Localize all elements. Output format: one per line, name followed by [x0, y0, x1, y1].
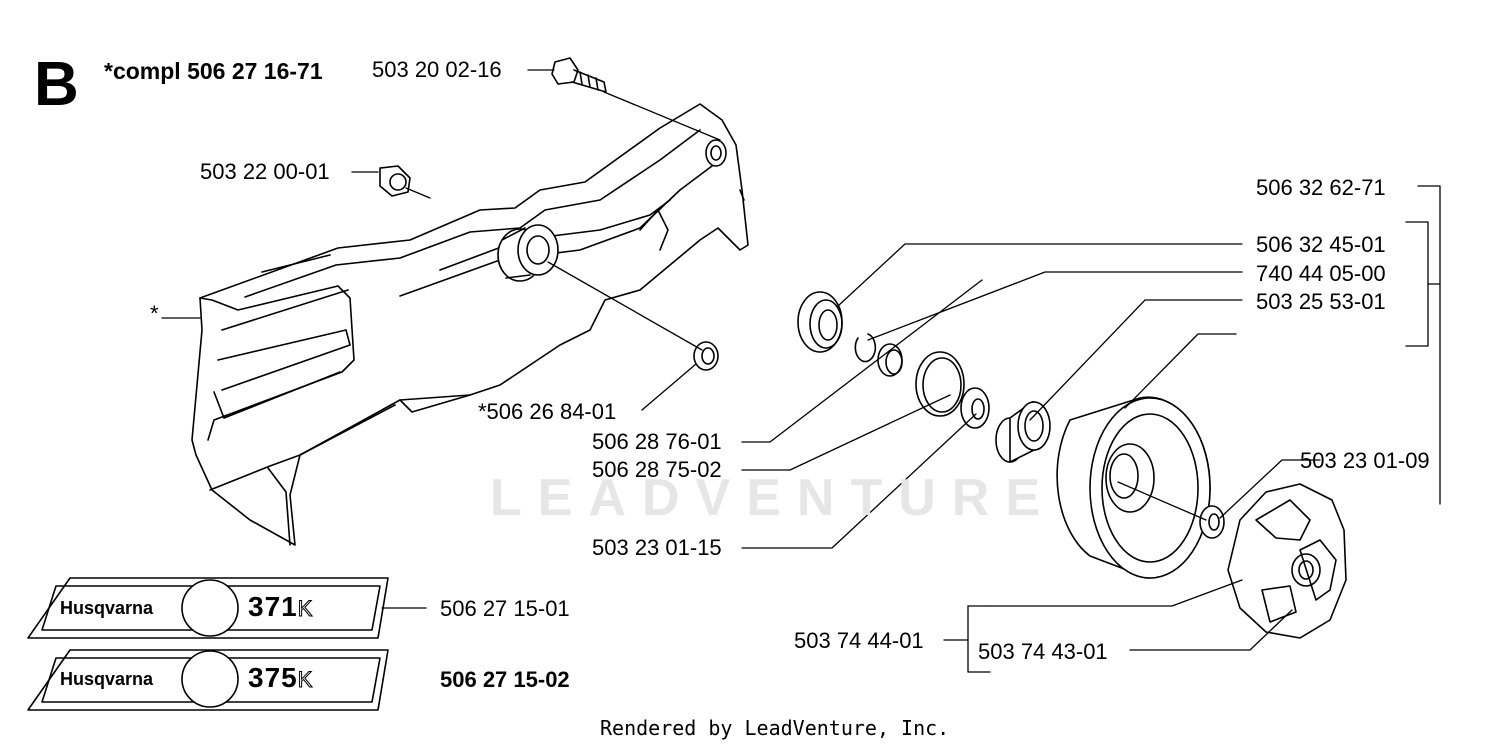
decal-model-number: 371K — [248, 591, 313, 623]
nut-part — [379, 165, 411, 197]
decal-model-number: 375K — [248, 662, 313, 694]
part-label-503-23-01-15: 503 23 01-15 — [592, 535, 722, 560]
decal-model-suffix: K — [297, 596, 314, 622]
part-label-503-74-44-01: 503 74 44-01 — [794, 628, 924, 653]
small-washer-part — [693, 341, 719, 371]
decal-brand-text: Husqvarna — [60, 598, 154, 618]
footer-credit: Rendered by LeadVenture, Inc. — [600, 716, 950, 740]
part-label-503-74-43-01: 503 74 43-01 — [978, 639, 1108, 664]
clutch-assembly-part — [1227, 483, 1347, 639]
husqvarna-logo-icon: Husqvarna — [60, 598, 153, 619]
seal-ring-part — [797, 291, 843, 353]
clutch-washer-part — [1199, 505, 1225, 539]
part-label-503-25-53-01: 503 25 53-01 — [1256, 289, 1386, 314]
needle-bearing-part — [995, 401, 1051, 463]
bolt-part — [551, 57, 607, 93]
part-label-506-32-62-71: 506 32 62-71 — [1256, 175, 1386, 200]
part-label-740-44-05-00: 740 44 05-00 — [1256, 261, 1386, 286]
large-ring-part — [915, 351, 965, 417]
husqvarna-logo-icon: Husqvarna — [60, 669, 153, 690]
spring-part — [877, 343, 903, 377]
decal-outlines — [27, 577, 389, 711]
part-label-503-23-01-09: 503 23 01-09 — [1300, 448, 1430, 473]
decal-model-digits: 371 — [248, 591, 298, 622]
decal-brand-text: Husqvarna — [60, 669, 154, 689]
part-label-506-28-76-01: 506 28 76-01 — [592, 429, 722, 454]
clutch-cover — [191, 103, 749, 546]
part-label-506-27-15-02: 506 27 15-02 — [440, 667, 570, 692]
part-label-503-20-02-16: 503 20 02-16 — [372, 57, 502, 82]
part-label-506-32-45-01: 506 32 45-01 — [1256, 232, 1386, 257]
watermark: LEADVENTURE — [490, 469, 1057, 527]
part-label-503-22-00-01: 503 22 00-01 — [200, 159, 330, 184]
decal-375k: Husqvarna 375K — [30, 650, 390, 710]
circlip-part — [854, 333, 877, 363]
decal-371k: Husqvarna 371K — [30, 578, 390, 638]
decal-model-digits: 375 — [248, 662, 298, 693]
complete-assembly-label: *compl 506 27 16-71 — [104, 58, 323, 84]
clutch-drum-part — [1056, 396, 1211, 579]
part-label-star: * — [150, 301, 159, 326]
part-label-506-27-15-01: 506 27 15-01 — [440, 596, 570, 621]
part-label-506-28-75-02: 506 28 75-02 — [592, 457, 722, 482]
thrust-washer-part — [960, 387, 990, 429]
decal-model-suffix: K — [297, 667, 314, 693]
part-label-506-26-84-01: *506 26 84-01 — [478, 399, 617, 424]
leader-lines — [161, 69, 1441, 673]
section-letter: B — [34, 50, 79, 119]
